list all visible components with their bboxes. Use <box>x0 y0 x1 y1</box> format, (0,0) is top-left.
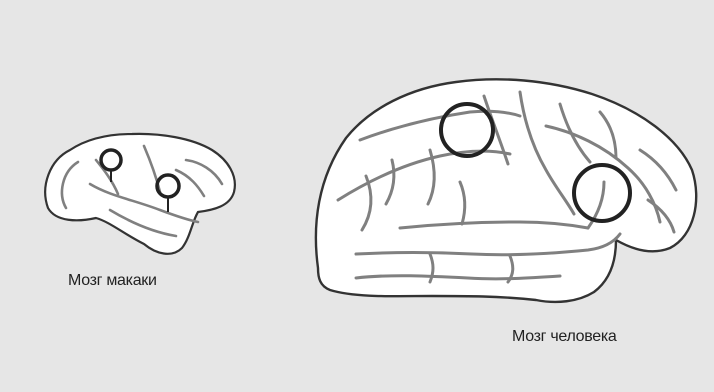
macaque-brain-outline <box>45 134 235 254</box>
macaque-brain <box>45 134 235 254</box>
human-brain <box>316 79 696 302</box>
human-brain-caption: Мозг человека <box>512 328 617 346</box>
macaque-brain-caption: Мозг макаки <box>68 272 157 290</box>
